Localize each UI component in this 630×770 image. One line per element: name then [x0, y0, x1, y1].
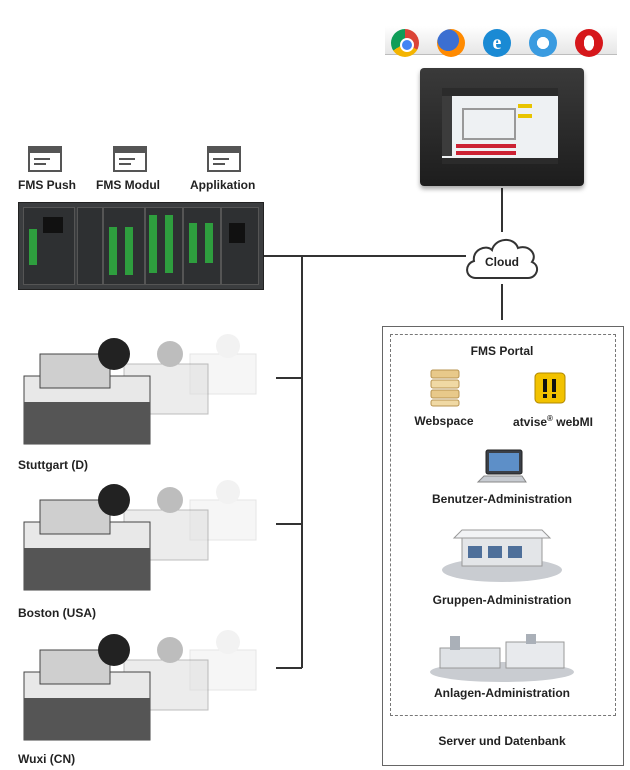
- cloud-icon: [466, 239, 539, 279]
- atvise-webmi-icon: [534, 372, 566, 404]
- gruppen-admin-label: Gruppen-Administration: [432, 593, 572, 607]
- group-building-icon: [442, 529, 562, 582]
- site-label-boston: Boston (USA): [18, 606, 96, 620]
- firefox-icon: [437, 29, 465, 57]
- stuttgart-generator-sets: [23, 334, 257, 445]
- wuxi-generator-sets: [23, 630, 257, 741]
- server-box: [382, 326, 624, 766]
- fms-modul-window-icon: [113, 146, 147, 172]
- fms-modul-label: FMS Modul: [96, 178, 160, 192]
- atvise-webmi-label: atvise® webMI: [513, 414, 593, 429]
- applikation-window-icon: [207, 146, 241, 172]
- plc-controller: [18, 202, 264, 290]
- hmi-panel: [420, 68, 584, 186]
- fms-push-window-icon: [28, 146, 62, 172]
- anlagen-admin-label: Anlagen-Administration: [433, 686, 570, 700]
- internet-explorer-icon: e: [483, 29, 511, 57]
- server-datenbank-label: Server und Datenbank: [438, 734, 566, 748]
- plant-facility-icon: [430, 634, 574, 682]
- chrome-icon: [391, 29, 419, 57]
- fms-push-label: FMS Push: [18, 178, 77, 192]
- webspace-label: Webspace: [414, 414, 474, 428]
- benutzer-admin-label: Benutzer-Administration: [431, 492, 572, 506]
- hmi-screen: [442, 88, 558, 164]
- webspace-icon: [430, 369, 460, 407]
- site-label-wuxi: Wuxi (CN): [18, 752, 76, 766]
- laptop-icon: [476, 449, 527, 483]
- fms-portal-box: [390, 334, 616, 716]
- fms-portal-title: FMS Portal: [470, 344, 534, 358]
- cloud-label: Cloud: [485, 255, 519, 269]
- safari-icon: [529, 29, 557, 57]
- boston-generator-sets: [23, 480, 257, 591]
- opera-icon: [575, 29, 603, 57]
- site-label-stuttgart: Stuttgart (D): [18, 458, 88, 472]
- applikation-label: Applikation: [190, 178, 256, 192]
- browser-icons-bar: e: [385, 26, 617, 57]
